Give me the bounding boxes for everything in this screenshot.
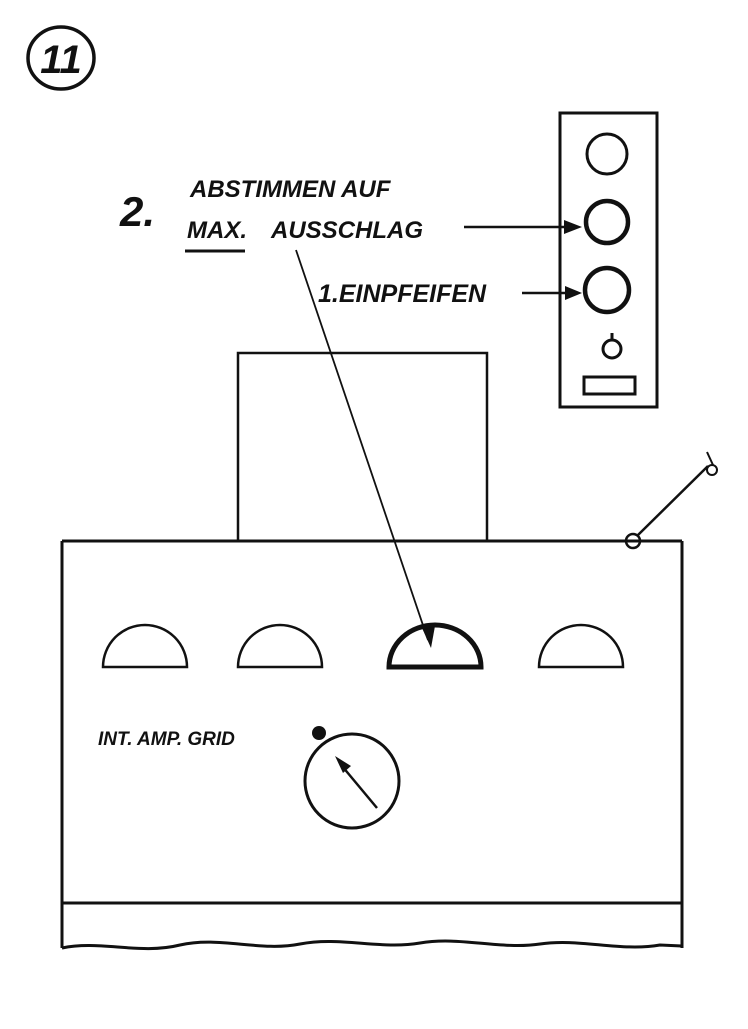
- panel-knob-top: [585, 132, 629, 176]
- control-panel-frame: [558, 111, 659, 409]
- panel-switch-icon: [601, 333, 623, 360]
- step-1-label: 1.EINPFEIFEN: [318, 280, 487, 308]
- antenna-handle: [624, 451, 718, 550]
- control-panel: [558, 111, 659, 409]
- step-2-arrowhead: [564, 220, 582, 234]
- grid-meter: INT. AMP. GRID: [98, 726, 401, 830]
- panel-slot: [582, 375, 637, 396]
- meter-1: [101, 623, 189, 669]
- upper-box: [236, 351, 489, 541]
- grid-meter-knob: [312, 726, 326, 740]
- step-1-arrowhead: [565, 286, 582, 300]
- page-number: 11: [40, 38, 82, 82]
- antenna-rod: [637, 465, 709, 536]
- grid-meter-needle: [341, 765, 378, 809]
- meter-2: [236, 623, 324, 669]
- step-2-max: MAX.: [187, 217, 247, 244]
- step-2-number: 2.: [119, 188, 155, 235]
- panel-knob-beat: [582, 265, 632, 315]
- main-cabinet: [60, 539, 684, 951]
- step-1-annotation: 1.EINPFEIFEN: [318, 280, 582, 308]
- page-number-badge: 11: [26, 25, 96, 91]
- grid-meter-needle-head: [335, 756, 351, 773]
- panel-knob-tuning: [583, 198, 631, 246]
- meter-3-active: [386, 622, 484, 670]
- step-2-ausschlag: AUSSCHLAG: [270, 217, 423, 244]
- page-number-circle: [26, 25, 96, 91]
- meter-row: [101, 622, 625, 670]
- grid-meter-dial: [303, 732, 401, 830]
- meter-4: [537, 623, 625, 669]
- grid-meter-label: INT. AMP. GRID: [98, 729, 235, 750]
- meter-leader-line: [295, 249, 429, 641]
- antenna-hook: [706, 451, 714, 466]
- antenna-tip: [706, 464, 718, 476]
- cabinet-torn-bottom: [61, 939, 683, 951]
- meter-leader-arrowhead: [422, 626, 435, 648]
- antenna-pivot: [624, 532, 642, 550]
- step-2-line-1: ABSTIMMEN AUF: [189, 176, 392, 203]
- step-2-annotation: 2. ABSTIMMEN AUF MAX. AUSSCHLAG: [119, 176, 582, 253]
